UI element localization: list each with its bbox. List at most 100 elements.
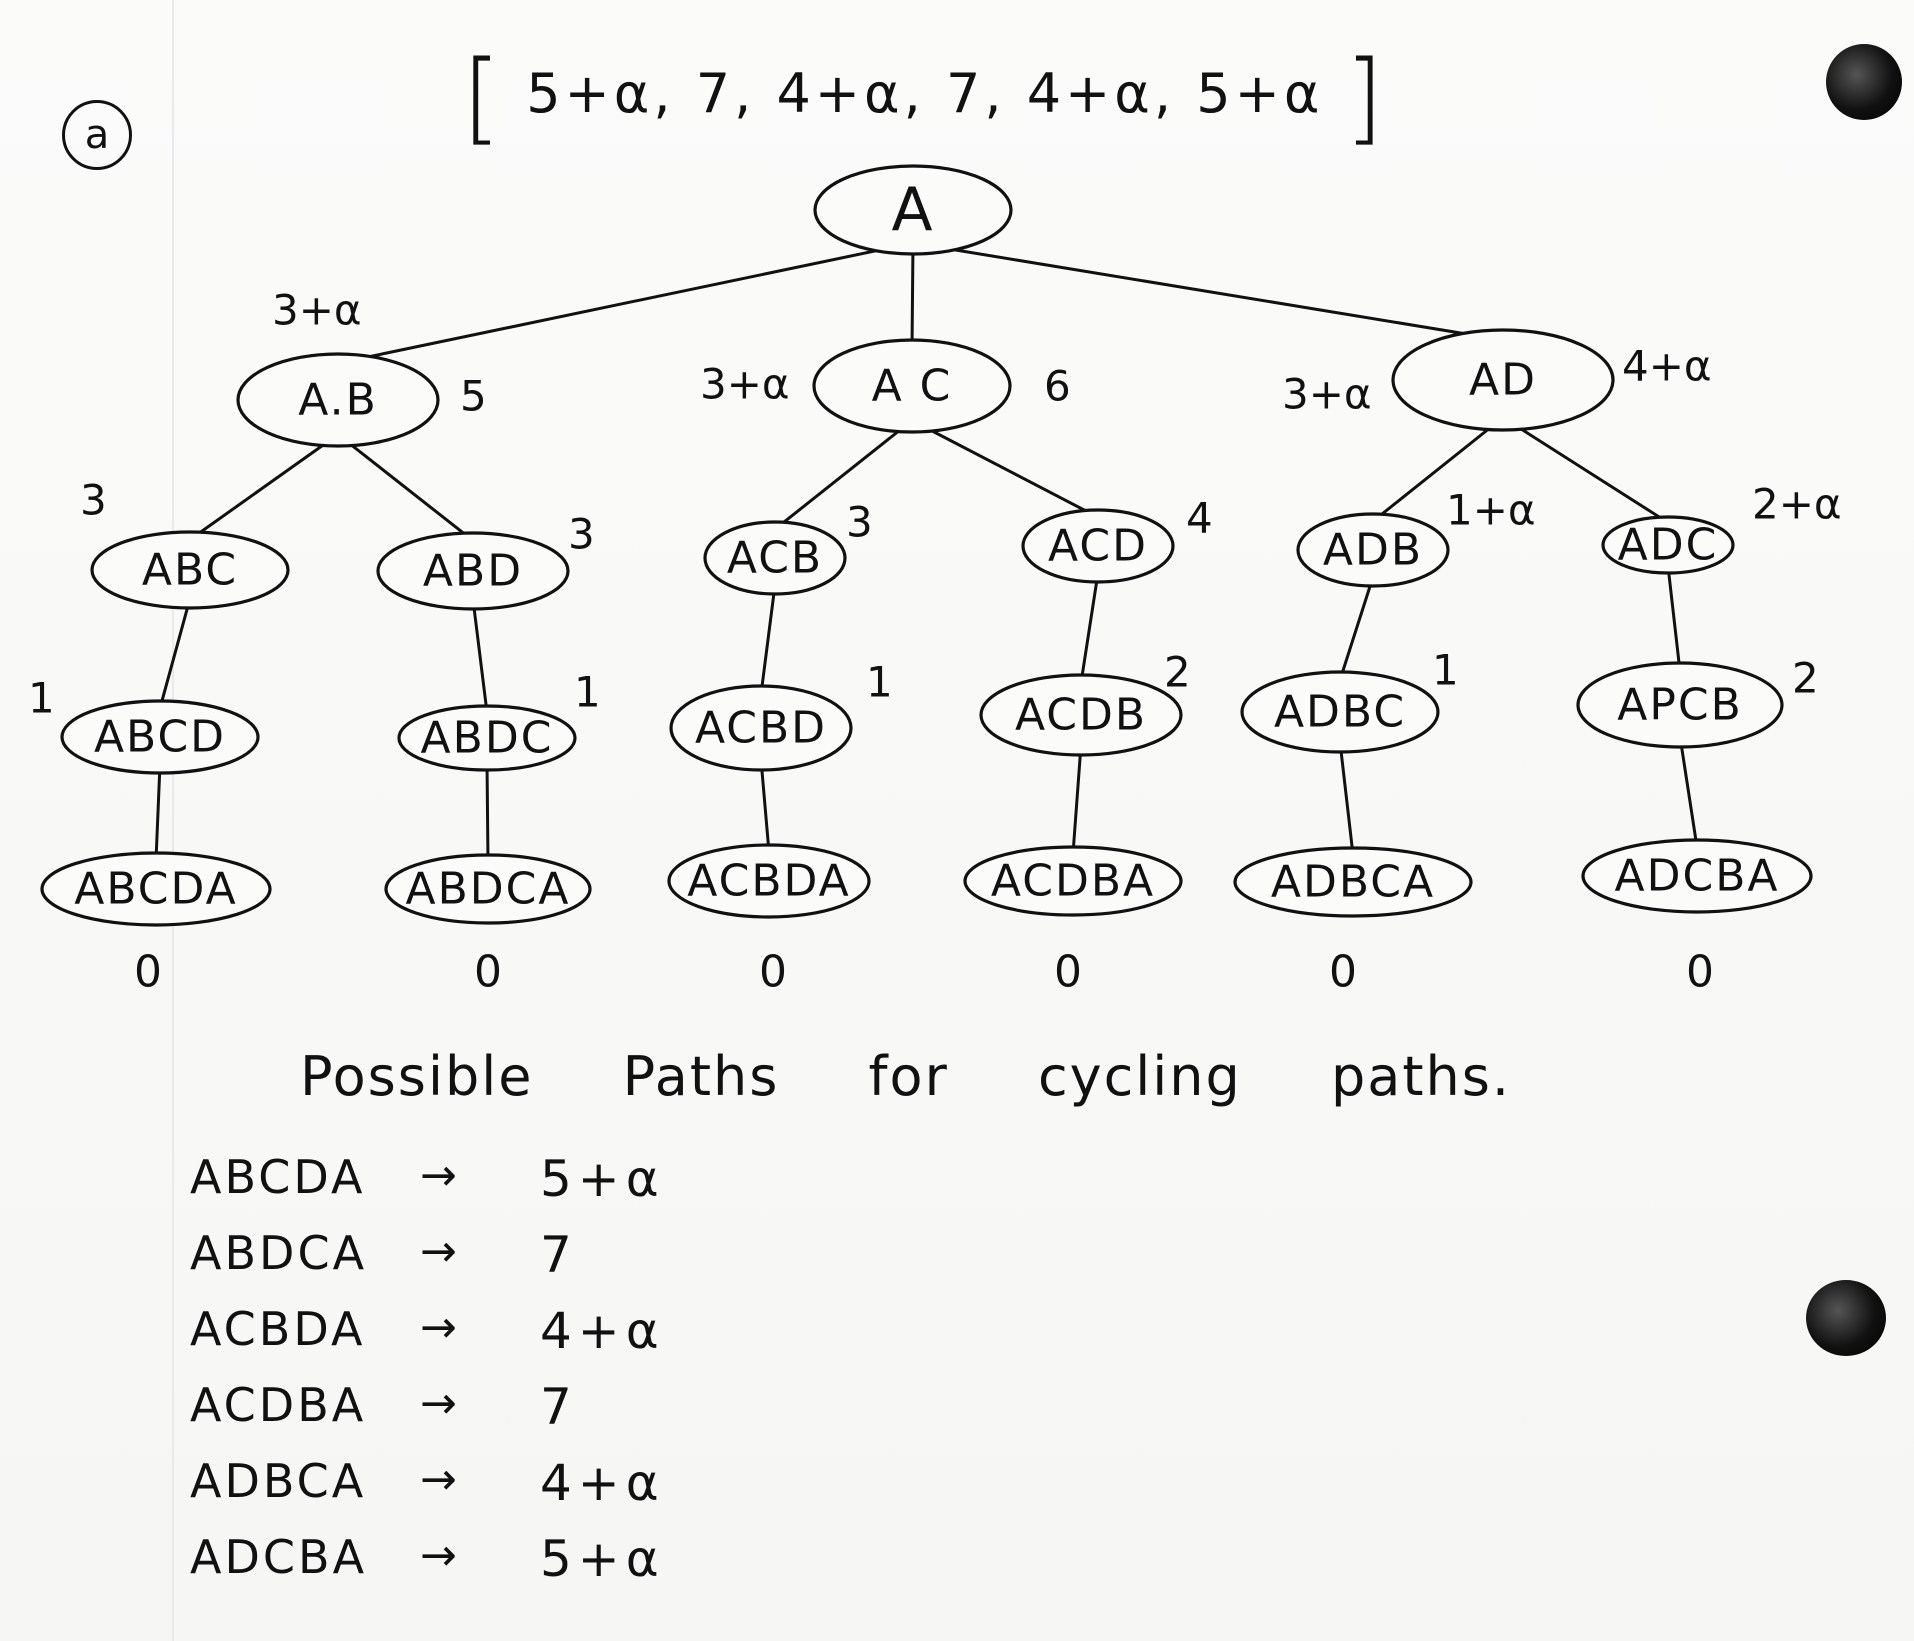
tree-node: ABD [376,531,570,611]
tree-node: ACBDA [667,843,871,919]
arrow-icon: → [420,1378,457,1429]
cost-annotation: 3+α [1282,370,1372,419]
result-cost: 4+α [540,1454,665,1512]
vector-item: 4+α [776,62,904,125]
tree-edge [910,419,1100,519]
margin-line [172,0,174,1641]
results-heading: Possible Paths for cycling paths. [300,1045,1512,1108]
tree-node: ABCDA [40,851,272,927]
cost-vector: [ 5+α, 7, 4+α, 7, 4+α, 5+α ] [462,38,1388,156]
cost-annotation: 6 [1044,362,1071,411]
arrow-icon: → [420,1530,457,1581]
node-ellipse [963,845,1183,917]
tree-node: APCB [1576,661,1784,749]
result-row: ACDBA → 7 [190,1378,890,1454]
leaf-value: 0 [1686,947,1714,998]
node-label: ABCD [94,712,226,763]
cost-annotation: 2+α [1752,480,1842,529]
cost-annotation: 1 [866,658,893,707]
leaf-value: 0 [474,947,502,998]
vector-item: 5+α [526,62,654,125]
tree-edge [1678,735,1699,849]
cost-annotation: 4+α [1622,342,1712,391]
result-path: ACDBA [190,1378,367,1432]
node-ellipse [979,673,1183,757]
cost-annotation: 1+α [1446,486,1536,535]
node-ellipse [1240,670,1440,754]
tree-node: ADBCA [1233,846,1473,918]
node-ellipse [90,530,290,610]
node-label: ADBCA [1271,857,1435,908]
leaf-value: 0 [1329,947,1357,998]
node-ellipse [1576,661,1784,749]
tree-node: ACD [1021,508,1175,584]
arrow-icon: → [420,1150,457,1201]
cost-annotation: 2 [1792,654,1819,703]
node-label: ABD [423,546,523,597]
tree-node: A C [812,338,1012,434]
tree-node: ADBC [1240,670,1440,754]
tree-node: ABDC [397,704,577,772]
node-ellipse [703,520,847,596]
node-label: A.B [298,375,378,426]
tree-edge [773,419,914,531]
arrow-icon: → [420,1226,457,1277]
cost-annotation: 3+α [272,286,362,335]
vector-item: 5+α [1196,62,1324,125]
tree-edge [759,758,771,854]
tree-node: ACB [703,520,847,596]
tree-node: ADC [1601,515,1735,575]
cost-annotation: 1 [28,674,55,723]
node-ellipse [60,699,260,775]
results-list: ABCDA → 5+α ABDCA → 7 ACBDA → 4+α ACDBA … [190,1150,890,1606]
cost-annotation: 2 [1164,648,1191,697]
arrow-icon: → [420,1454,457,1505]
vector-item: 4+α [1026,62,1154,125]
node-label: ADC [1618,520,1719,571]
node-ellipse [236,352,440,448]
result-row: ACBDA → 4+α [190,1302,890,1378]
node-label: A [891,175,934,245]
part-label: a [62,100,132,170]
node-ellipse [1233,846,1473,918]
node-ellipse [1021,508,1175,584]
node-ellipse [1601,515,1735,575]
tree-node: ADCBA [1581,838,1813,914]
tree-edge [485,760,490,864]
result-row: ABCDA → 5+α [190,1150,890,1226]
cost-annotation: 4 [1186,494,1213,543]
cost-annotation: 5 [460,372,487,421]
vector-close-bracket: ] [1344,38,1388,156]
cost-annotation: 3 [846,498,873,547]
node-ellipse [669,684,853,772]
tree-edge [158,597,192,710]
tree-node: ABCD [60,699,260,775]
node-label: AD [1469,355,1537,406]
binder-hole-bottom [1806,1280,1886,1356]
result-path: ACBDA [190,1302,366,1356]
result-path: ABDCA [190,1226,368,1280]
node-label: ACBD [695,703,827,754]
tree-node: AD [1391,328,1615,432]
result-path: ADBCA [190,1454,367,1508]
result-cost: 7 [540,1226,578,1284]
tree-edge [154,762,162,862]
arrow-icon: → [420,1302,457,1353]
cost-annotation: 1 [1432,646,1459,695]
node-label: ACDBA [991,856,1155,907]
tree-edge [336,433,475,543]
node-ellipse [813,164,1013,256]
cost-annotation: 3 [80,476,107,525]
tree-node: ACDBA [963,845,1183,917]
result-cost: 5+α [540,1150,665,1208]
tree-node: ACDB [979,673,1183,757]
vector-item: 7 [945,62,985,125]
tree-node: A [813,164,1013,256]
node-label: ADCBA [1615,851,1780,902]
node-label: APCB [1617,680,1743,731]
node-ellipse [1296,512,1450,588]
node-label: ABC [142,545,238,596]
tree-node: ABC [90,530,290,610]
